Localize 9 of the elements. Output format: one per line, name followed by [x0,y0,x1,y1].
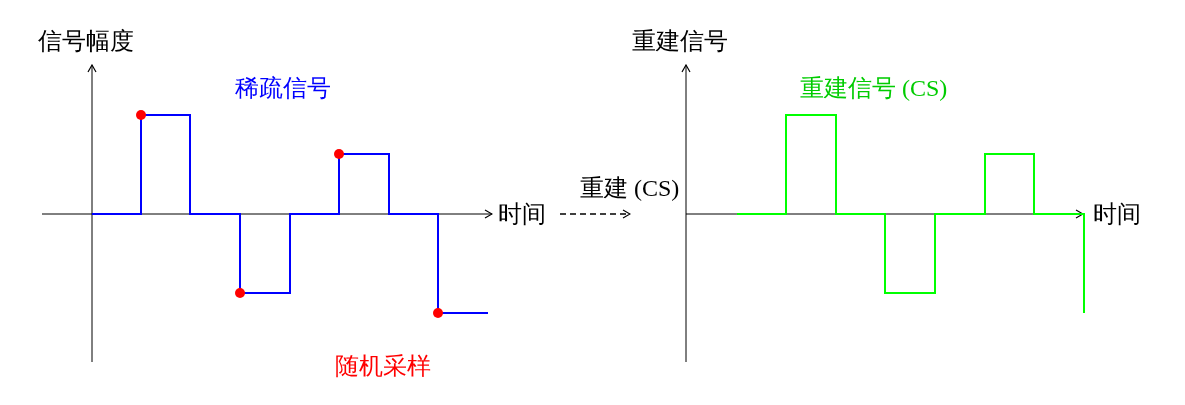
axis-label: 信号幅度 [38,27,134,55]
axis-label: 时间 [498,200,546,228]
chart-title: 稀疏信号 [235,74,331,102]
annotation-text: 随机采样 [335,352,431,380]
axis-label: 时间 [1093,200,1141,228]
chart-title: 重建信号 (CS) [800,74,948,102]
dashed-arrow [559,209,631,219]
axis-label: 重建信号 [632,27,728,55]
edge-label: 重建 (CS) [580,174,680,202]
